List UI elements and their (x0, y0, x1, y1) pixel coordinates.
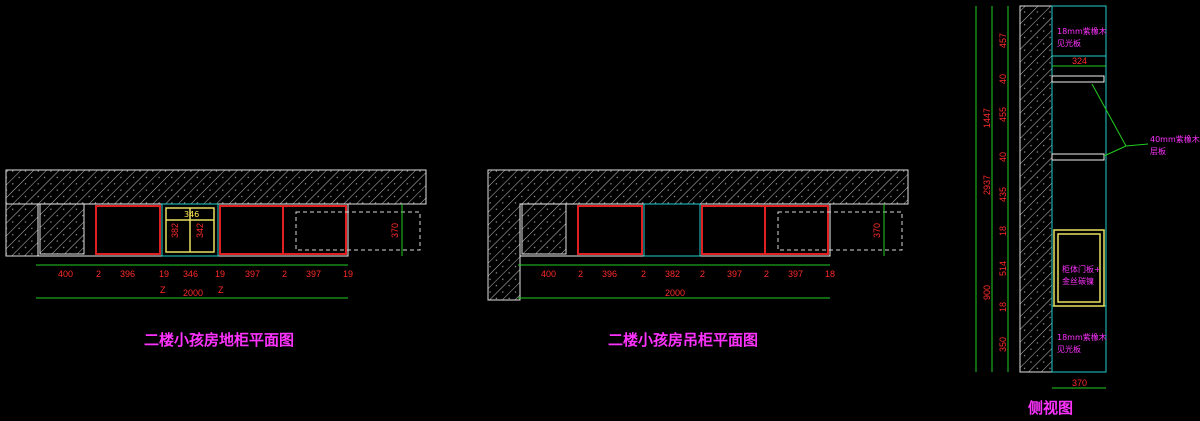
cabinet-box-left (577, 205, 643, 255)
outer-dim-label: 1447 (982, 108, 992, 128)
side-wall-hatch (1019, 5, 1053, 373)
outer-dim-label: 900 (982, 285, 992, 300)
dim-chain: 400 2 396 19 346 19 397 2 397 19 (58, 269, 353, 279)
side-dim-value: 350 (998, 337, 1008, 352)
door-panel (1053, 229, 1105, 307)
side-view: 18mm紫橡木 见光板 40mm紫橡木 层板 柜体门板+ 金丝碳镍 18mm紫橡… (975, 5, 1200, 417)
total-dim: 2000 (665, 288, 685, 298)
side-dim-value: 435 (998, 187, 1008, 202)
note-door-line2: 金丝碳镍 (1062, 276, 1094, 286)
dim-value: 397 (788, 269, 803, 279)
z-mark: Z (160, 285, 166, 295)
note-top-line1: 18mm紫橡木 (1057, 26, 1107, 36)
side-dim-value: 514 (998, 261, 1008, 276)
leader-line (1091, 83, 1149, 147)
shelf-width-label: 324 (1072, 56, 1087, 66)
dim-value: 2 (641, 269, 646, 279)
dim-value: 18 (825, 269, 835, 279)
dim-value: 400 (541, 269, 556, 279)
dim-value: 397 (306, 269, 321, 279)
depth-label: 370 (390, 223, 400, 238)
z-mark: Z (218, 285, 224, 295)
dim-value: 19 (343, 269, 353, 279)
center-height-label: 382 (170, 223, 180, 238)
dim-value: 2 (96, 269, 101, 279)
leader-line (1103, 145, 1127, 157)
side-dim-value: 18 (998, 226, 1008, 236)
cabinet-box-center (643, 203, 701, 257)
side-cabinet-outline (1051, 5, 1107, 373)
side-dim-value: 455 (998, 107, 1008, 122)
dim-value: 400 (58, 269, 73, 279)
shelf (1051, 153, 1105, 161)
dim-value: 19 (215, 269, 225, 279)
dim-value: 346 (183, 269, 198, 279)
door-panel-inner (1057, 233, 1101, 303)
note-shelf-line2: 层板 (1150, 146, 1166, 156)
wall-column (5, 203, 39, 257)
wall-cabinet-plan: 370 400 2 396 2 382 2 397 2 397 18 2000 … (487, 169, 909, 349)
outer-dim-label: 2937 (982, 175, 992, 195)
note-bottom-line1: 18mm紫橡木 (1057, 332, 1107, 342)
dim-value: 2 (578, 269, 583, 279)
bottom-width-label: 370 (1072, 378, 1087, 388)
side-dim-chain: 457 40 455 40 435 18 514 18 350 (998, 33, 1008, 352)
dim-value: 2 (700, 269, 705, 279)
dim-value: 382 (665, 269, 680, 279)
dim-chain: 400 2 396 2 382 2 397 2 397 18 (541, 269, 835, 279)
note-bottom-line2: 见光板 (1057, 344, 1081, 354)
side-dim-value: 40 (998, 74, 1008, 84)
dim-value: 2 (282, 269, 287, 279)
cabinet-box-center (161, 203, 219, 257)
wall-niche (521, 203, 567, 255)
floor-cabinet-plan: 346 382 342 370 400 2 396 19 346 19 397 … (5, 169, 427, 349)
dim-value: 397 (727, 269, 742, 279)
side-view-title: 侧视图 (1028, 399, 1073, 417)
note-shelf-line1: 40mm紫橡木 (1150, 134, 1200, 144)
note-door-line1: 柜体门板+ (1062, 264, 1101, 274)
plan-title: 二楼小孩房地柜平面图 (144, 331, 294, 349)
plan-title: 二楼小孩房吊柜平面图 (608, 331, 758, 349)
dim-value: 19 (159, 269, 169, 279)
dim-value: 2 (764, 269, 769, 279)
side-dim-value: 457 (998, 33, 1008, 48)
center-height-label: 342 (195, 223, 205, 238)
dashed-extension (777, 211, 903, 251)
center-width-label: 346 (184, 210, 199, 219)
dim-value: 396 (120, 269, 135, 279)
dim-value: 397 (245, 269, 260, 279)
side-dim-value: 40 (998, 152, 1008, 162)
dim-value: 396 (602, 269, 617, 279)
cabinet-box-left (95, 205, 161, 255)
wall-niche (39, 203, 85, 255)
depth-label: 370 (872, 223, 882, 238)
dashed-extension (295, 211, 421, 251)
note-top-line2: 见光板 (1057, 38, 1081, 48)
total-dim: 2000 (183, 288, 203, 298)
shelf (1051, 75, 1105, 83)
side-dim-value: 18 (998, 302, 1008, 312)
